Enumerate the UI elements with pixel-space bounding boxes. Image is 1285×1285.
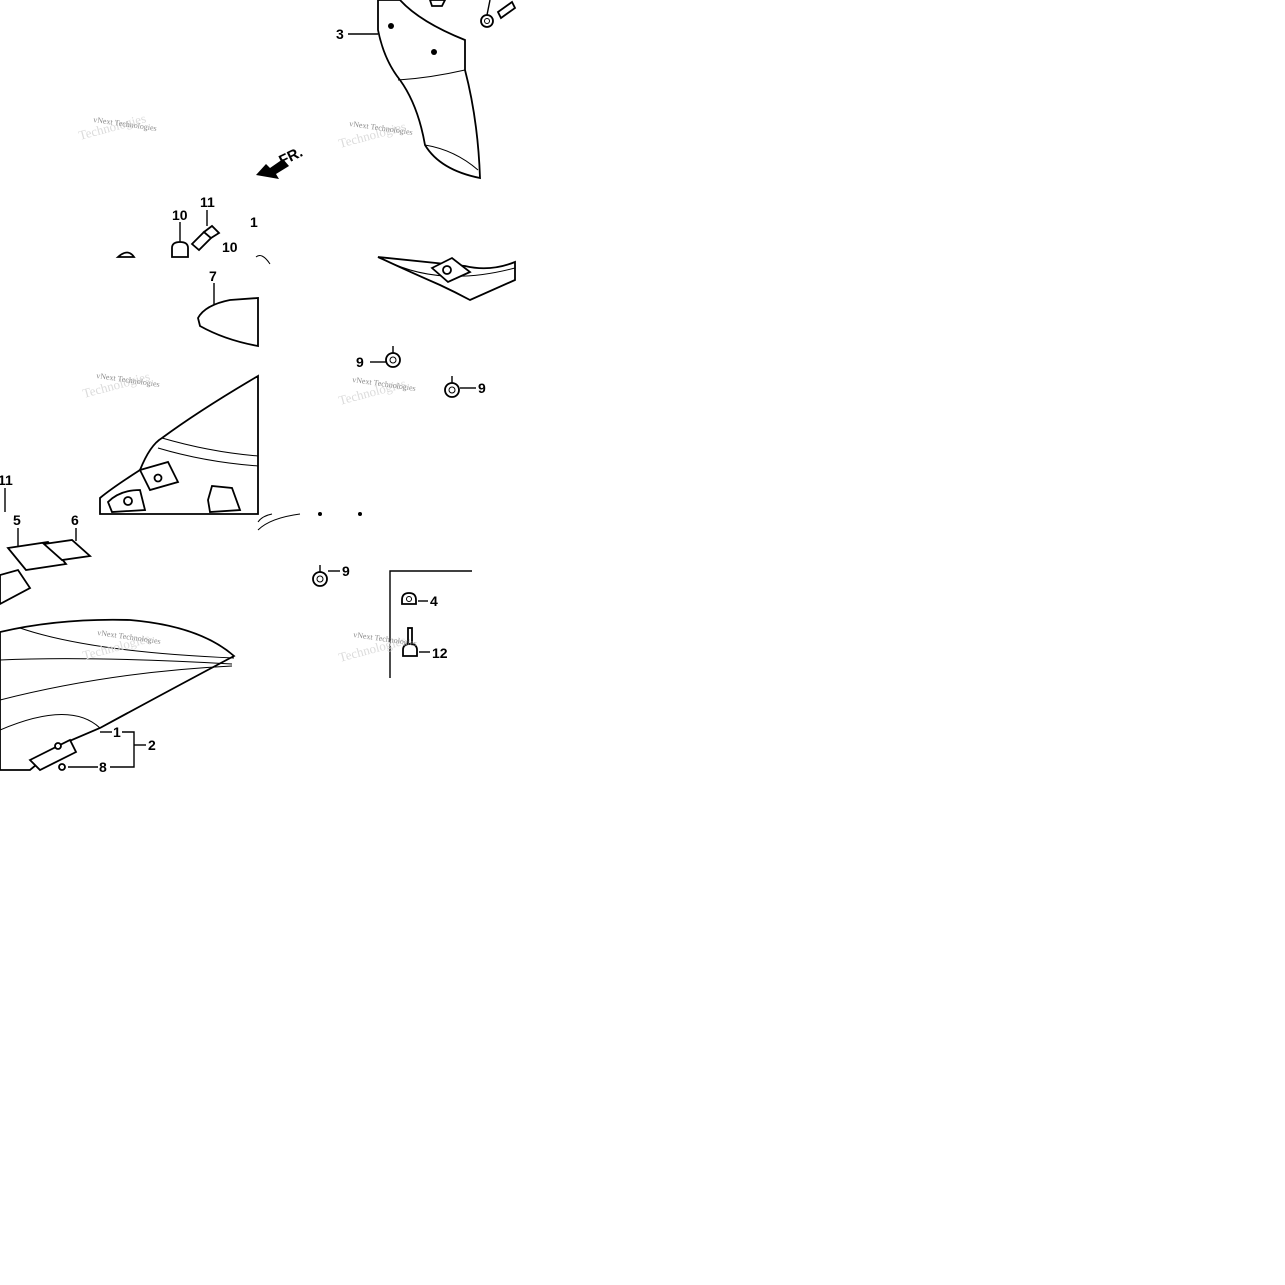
front-arrow: FR. [256,144,305,179]
callout-2: 2 [148,737,156,753]
bolt-cluster-10-11 [115,210,271,265]
callout-9: 9 [356,354,364,370]
fender-tab-right [207,485,242,513]
mud-flap-fold [397,69,466,81]
nut-4 [401,592,428,605]
inset-frame [389,570,472,678]
fender-tab-hole [123,496,133,506]
rear-fender-top [0,618,236,771]
fender-ridge-2 [157,447,259,467]
callout-9: 9 [342,563,350,579]
callout-8: 8 [99,759,107,775]
mud-flap-inner-edge [424,144,479,171]
fender-crest [19,627,235,659]
bolt-12 [402,627,430,657]
fender-crest-4 [0,714,101,731]
tile-top-middle: 3 FR. Technologies vNext Technologies [115,0,517,265]
fender-fragment [257,513,301,531]
tile-bottom-center: 9 4 12 Technologies vNext Technologies [257,512,472,678]
callout-12: 12 [432,645,448,661]
tile-top-left: Technologies vNext Technologies [77,111,157,143]
bracket-2 [110,731,135,768]
callout-1: 1 [250,214,258,230]
callout-7: 7 [209,268,217,284]
callout-11: 11 [200,194,215,210]
fender-crest-3 [0,665,233,701]
callout-10: 10 [172,207,188,223]
callout-11: 11 [0,472,13,488]
mud-flap-hole-top [388,23,394,29]
decal-6 [41,539,93,561]
mud-flap-hole-bottom [431,49,437,55]
decal-7 [197,297,259,348]
callout-9: 9 [478,380,486,396]
fender-ridge [161,437,259,457]
fender-crest-2 [0,658,233,665]
callout-5: 5 [13,512,21,528]
callout-10: 10 [222,239,238,255]
bolt-9-right [444,376,476,398]
callout-4: 4 [430,593,438,609]
bolt-nut-top [429,0,517,28]
tile-center: 9 9 Technologies vNext Technologies [337,256,516,408]
tile-middle-left: 7 Technologies vNext Technologies [81,268,259,515]
callout-6: 6 [71,512,79,528]
callout-1: 1 [113,724,121,740]
bolt-9-bottom [312,565,340,587]
rear-fender [99,374,259,515]
callout-3: 3 [336,26,344,42]
tile-bottom-left: 11 5 6 1 2 8 Technologies vNext Technolo… [0,472,236,775]
mud-flap [377,0,481,180]
fender-edge [0,568,32,606]
fender-tab-hole [153,473,163,483]
bolt-9-left [370,346,401,368]
